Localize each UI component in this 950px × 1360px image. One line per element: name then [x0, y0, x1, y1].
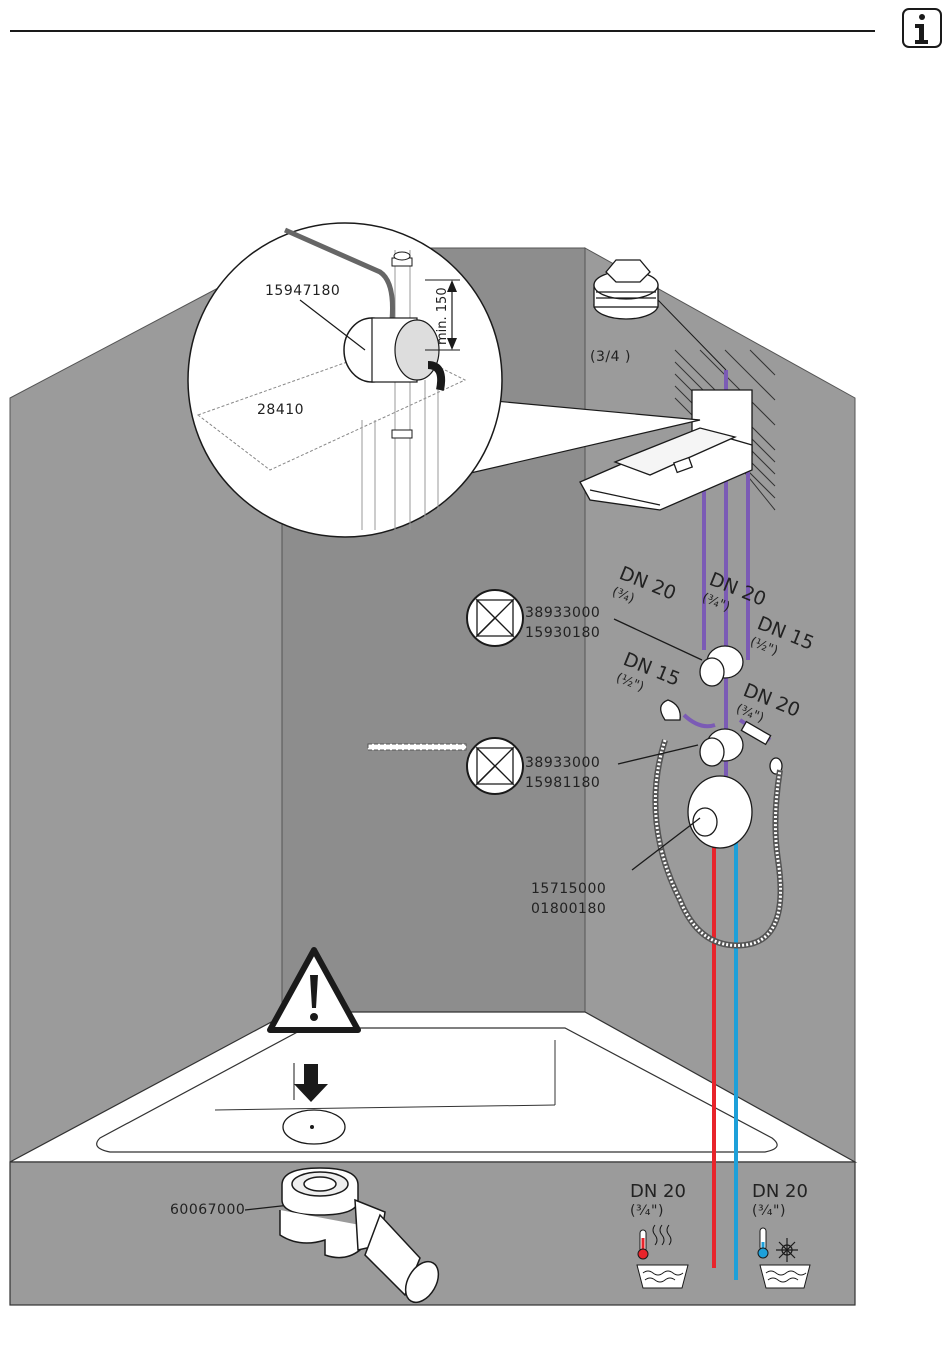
thermostat-code1: 15715000 [531, 881, 606, 897]
hot-size: (³⁄₄") [630, 1203, 664, 1219]
hot-dn: DN 20 [630, 1181, 686, 1202]
min-150-dimension: min. 150 [435, 287, 450, 345]
cold-size: (³⁄₄") [752, 1203, 786, 1219]
part-mixer-body: 15947180 [265, 283, 340, 299]
valve-upper-code1: 38933000 [525, 605, 600, 621]
valve-symbol-upper [467, 590, 523, 646]
plug-size-label: (3/4 ) [590, 349, 631, 365]
right-wall [585, 248, 855, 1162]
wall-pipe-dashed [368, 744, 466, 750]
valve-upper-code2: 15930180 [525, 625, 600, 641]
thermostat-body [688, 776, 752, 848]
info-icon [903, 9, 941, 47]
cold-dn: DN 20 [752, 1181, 808, 1202]
valve-lower-code2: 15981180 [525, 775, 600, 791]
thermostat-code2: 01800180 [531, 901, 606, 917]
drain-code: 60067000 [170, 1202, 245, 1218]
part-box: 28410 [257, 402, 304, 418]
valve-lower-code1: 38933000 [525, 755, 600, 771]
drain-cover [283, 1110, 345, 1144]
valve-symbol-lower [467, 738, 523, 794]
